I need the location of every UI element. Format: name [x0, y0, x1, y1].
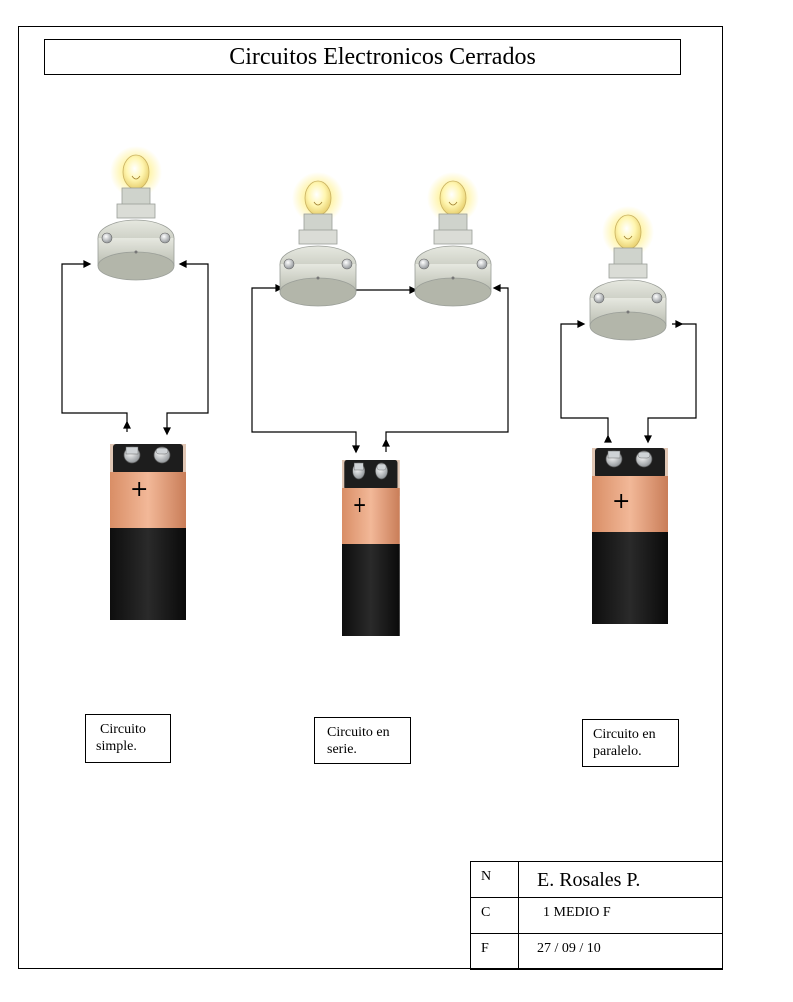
- row-value: 1 MEDIO F: [518, 897, 723, 934]
- author-name: E. Rosales P.: [537, 869, 641, 891]
- wire-paralelo: [560, 320, 697, 444]
- label-circuito-serie: Circuito en serie.: [314, 717, 411, 764]
- plus-sign: +: [353, 492, 367, 518]
- date-value: 27 / 09 / 10: [537, 941, 601, 956]
- circuit-simple: +: [61, 145, 209, 621]
- table-row: F 27 / 09 / 10: [470, 933, 723, 970]
- row-key: C: [470, 897, 519, 934]
- label-line: simple.: [96, 739, 137, 754]
- circuit-serie: +: [251, 171, 509, 637]
- page-frame: [18, 26, 723, 969]
- label-line: Circuito en: [593, 727, 656, 742]
- label-line: paralelo.: [593, 744, 642, 759]
- battery-icon: +: [109, 443, 187, 621]
- table-row: N E. Rosales P.: [470, 861, 723, 898]
- battery-icon: +: [591, 447, 669, 625]
- label-line: Circuito en: [327, 725, 390, 740]
- label-circuito-simple: Circuito simple.: [85, 714, 171, 763]
- plus-sign: +: [130, 477, 148, 502]
- label-circuito-paralelo: Circuito en paralelo.: [582, 719, 679, 767]
- bulb-icon: [97, 145, 175, 281]
- plus-sign: +: [612, 489, 630, 514]
- label-line: Circuito: [100, 722, 146, 737]
- title-box: Circuitos Electronicos Cerrados: [44, 39, 681, 75]
- info-table: N E. Rosales P. C 1 MEDIO F F 27 / 09 / …: [470, 861, 723, 970]
- bulb-icon: [589, 205, 667, 341]
- row-value: 27 / 09 / 10: [518, 933, 723, 970]
- row-value: E. Rosales P.: [518, 861, 723, 898]
- label-line: serie.: [327, 742, 357, 757]
- row-key: N: [470, 861, 519, 898]
- page-title: Circuitos Electronicos Cerrados: [229, 44, 536, 70]
- table-row: C 1 MEDIO F: [470, 897, 723, 934]
- battery-icon: +: [341, 459, 401, 637]
- wire-simple: [61, 260, 209, 436]
- circuit-paralelo: +: [560, 205, 697, 625]
- row-key: F: [470, 933, 519, 970]
- bulb-icon: [279, 171, 357, 307]
- wire-serie: [251, 284, 509, 454]
- bulb-icon: [414, 171, 492, 307]
- course-value: 1 MEDIO F: [543, 905, 611, 920]
